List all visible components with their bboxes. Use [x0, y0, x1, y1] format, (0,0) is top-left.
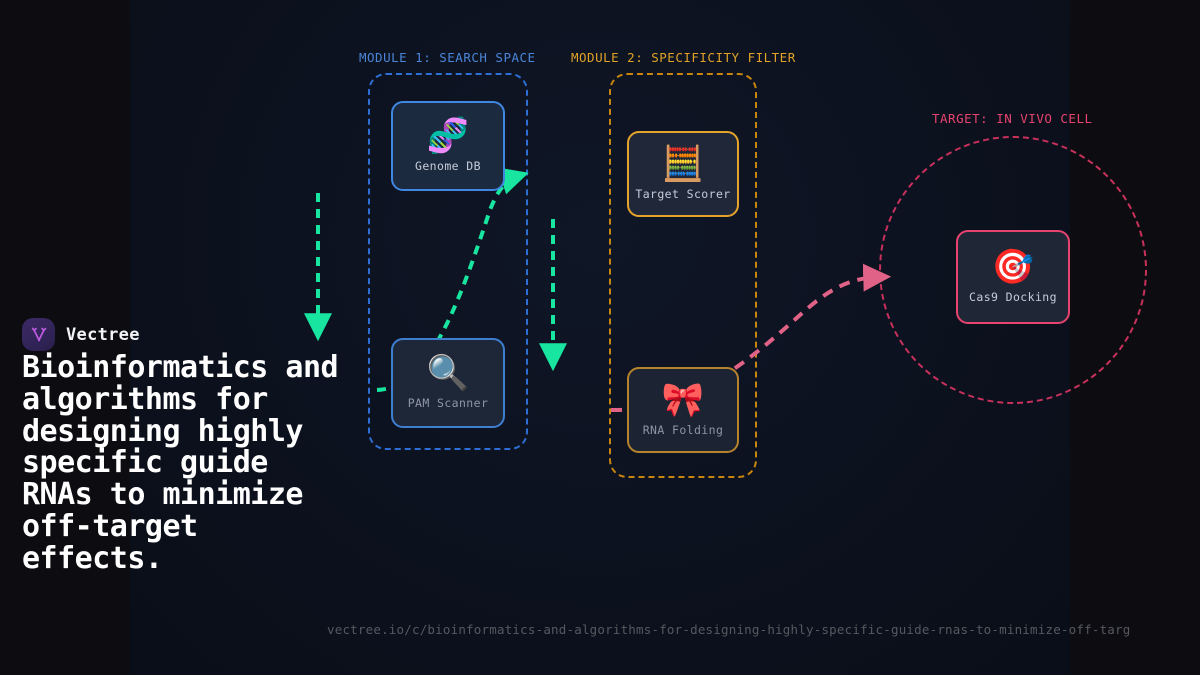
- node-label: PAM Scanner: [407, 396, 489, 410]
- ribbon-bow-icon: 🎀: [661, 380, 705, 420]
- node-target-scorer[interactable]: 🧮 Target Scorer: [627, 131, 739, 217]
- node-genome-db[interactable]: 🧬 Genome DB: [391, 101, 505, 191]
- dna-helix-icon: 🧬: [426, 116, 470, 156]
- vectree-v-tree-icon: [22, 318, 55, 351]
- node-label: Genome DB: [415, 159, 481, 173]
- magnifier-icon: 🔍: [426, 353, 470, 393]
- footer-url: vectree.io/c/bioinformatics-and-algorith…: [327, 622, 1131, 637]
- group-label-module2: MODULE 2: SPECIFICITY FILTER: [571, 50, 796, 65]
- abacus-icon: 🧮: [661, 144, 705, 184]
- node-rna-folding[interactable]: 🎀 RNA Folding: [627, 367, 739, 453]
- brand: Vectree: [22, 318, 140, 351]
- dart-target-icon: 🎯: [991, 247, 1035, 287]
- node-label: Cas9 Docking: [969, 290, 1057, 304]
- node-label: Target Scorer: [635, 187, 731, 201]
- node-pam-scanner[interactable]: 🔍 PAM Scanner: [391, 338, 505, 428]
- group-box-module1: [368, 73, 528, 450]
- group-label-module1: MODULE 1: SEARCH SPACE: [359, 50, 536, 65]
- diagram-panel: MODULE 1: SEARCH SPACE MODULE 2: SPECIFI…: [130, 0, 1147, 675]
- group-label-target: TARGET: IN VIVO CELL: [932, 111, 1093, 126]
- node-label: RNA Folding: [642, 423, 724, 437]
- page-title: Bioinformatics and algorithms for design…: [22, 350, 339, 576]
- brand-name: Vectree: [66, 324, 140, 345]
- node-cas9-docking[interactable]: 🎯 Cas9 Docking: [956, 230, 1070, 324]
